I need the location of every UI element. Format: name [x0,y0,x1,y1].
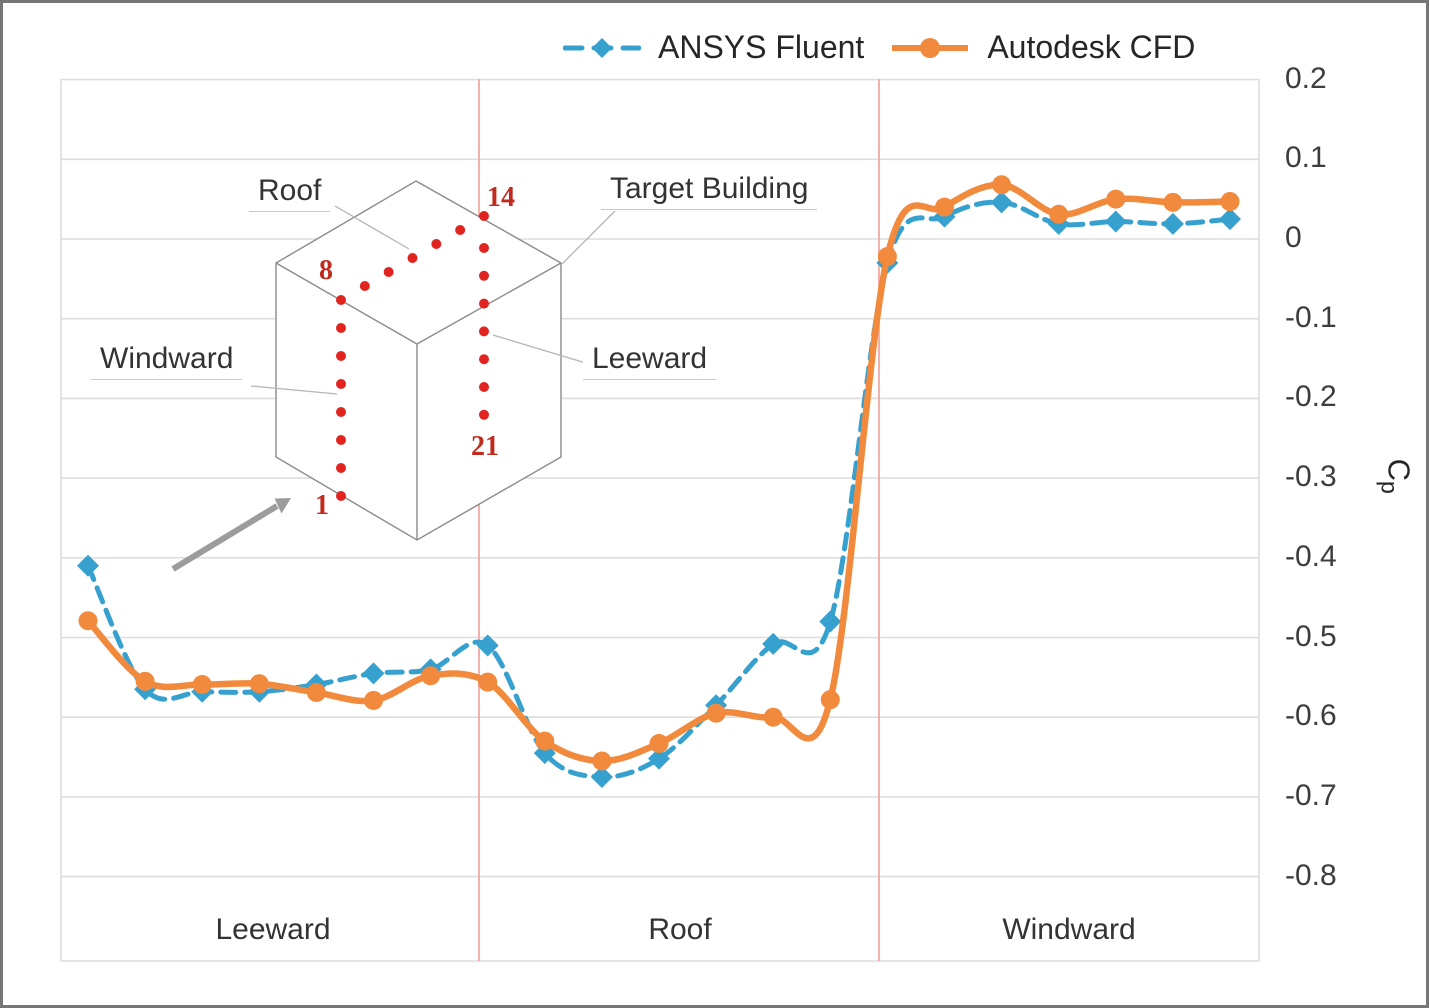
y-tick-label: -0.4 [1285,539,1337,573]
inset-label-leeward: Leeward [583,341,717,380]
inset-point-number-14: 14 [487,182,515,213]
y-tick-label: -0.3 [1285,460,1337,494]
y-tick-label: -0.1 [1285,300,1337,334]
y-tick-label: -0.5 [1285,619,1337,653]
y-tick-label: -0.6 [1285,699,1337,733]
gridlines [60,78,1260,962]
legend: ANSYS Fluent Autodesk CFD [563,29,1195,66]
inset-point-number-1: 1 [315,490,329,521]
y-tick-label: -0.2 [1285,380,1337,414]
y-tick-label: 0 [1285,221,1302,254]
y-axis-title: Cp [1376,458,1417,494]
inset-point-number-21: 21 [471,431,499,462]
series-autodesk-cfd [78,175,1240,771]
wind-direction-arrow [171,503,279,572]
inset-label-roof: Roof [249,173,331,212]
x-section-label-windward: Windward [1002,913,1136,946]
building-cube [275,180,562,541]
ansys-fluent-swatch-icon [563,37,641,58]
autodesk-cfd-swatch-icon [892,37,969,58]
legend-item-autodesk-cfd: Autodesk CFD [890,29,1195,66]
legend-label-autodesk-cfd: Autodesk CFD [987,29,1196,65]
x-section-label-leeward: Leeward [215,913,331,946]
y-tick-label: 0.1 [1285,141,1327,175]
y-tick-label: 0.2 [1285,61,1327,95]
chart-canvas [60,78,1260,962]
inset-point-number-8: 8 [319,255,333,286]
inset-label-windward: Windward [91,341,243,380]
x-section-label-roof: Roof [648,913,712,946]
section-separators [478,79,880,961]
building-inset-diagram [171,180,616,572]
legend-item-ansys-fluent: ANSYS Fluent [563,29,864,66]
series-ansys-fluent [77,191,1241,788]
y-tick-label: -0.7 [1285,778,1337,812]
y-tick-label: -0.8 [1285,858,1337,892]
legend-label-ansys-fluent: ANSYS Fluent [658,29,865,65]
pressure-tap-dots [336,211,489,501]
inset-label-target-building: Target Building [601,171,818,210]
